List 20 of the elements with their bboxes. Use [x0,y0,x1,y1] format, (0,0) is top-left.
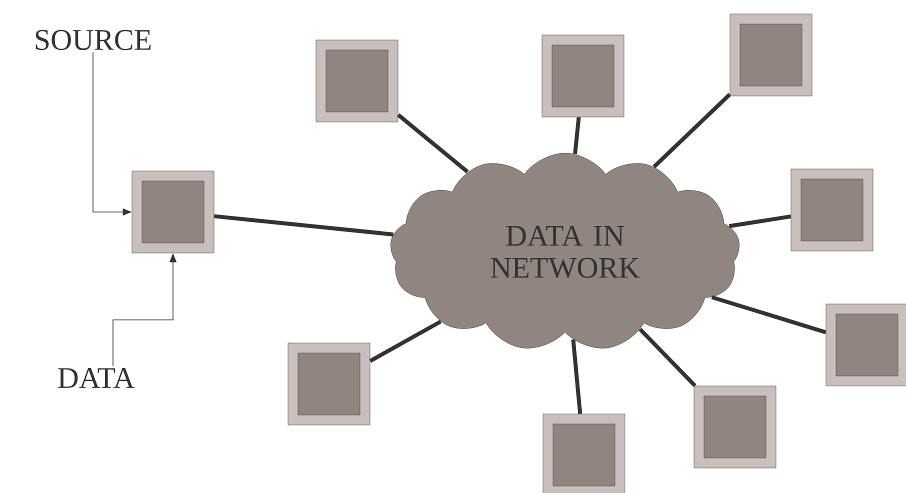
computer-box [730,14,812,96]
text-label: SOURCE [36,30,151,50]
link-line [711,295,826,334]
computer-box [132,170,214,254]
computer-box [288,342,370,426]
link-line [652,92,732,168]
link-line [638,328,696,388]
computer-box [542,414,626,493]
link-line [571,339,582,414]
text-label: DATA [58,368,135,388]
link-line [728,214,792,228]
computer-box [790,168,874,252]
link-line [214,214,394,236]
computer-box [542,34,624,118]
computer-box [826,304,906,386]
link-line [396,113,469,174]
link-line [573,116,581,154]
computer-box [316,40,398,122]
link-line [369,320,442,363]
computer-box [694,386,776,468]
